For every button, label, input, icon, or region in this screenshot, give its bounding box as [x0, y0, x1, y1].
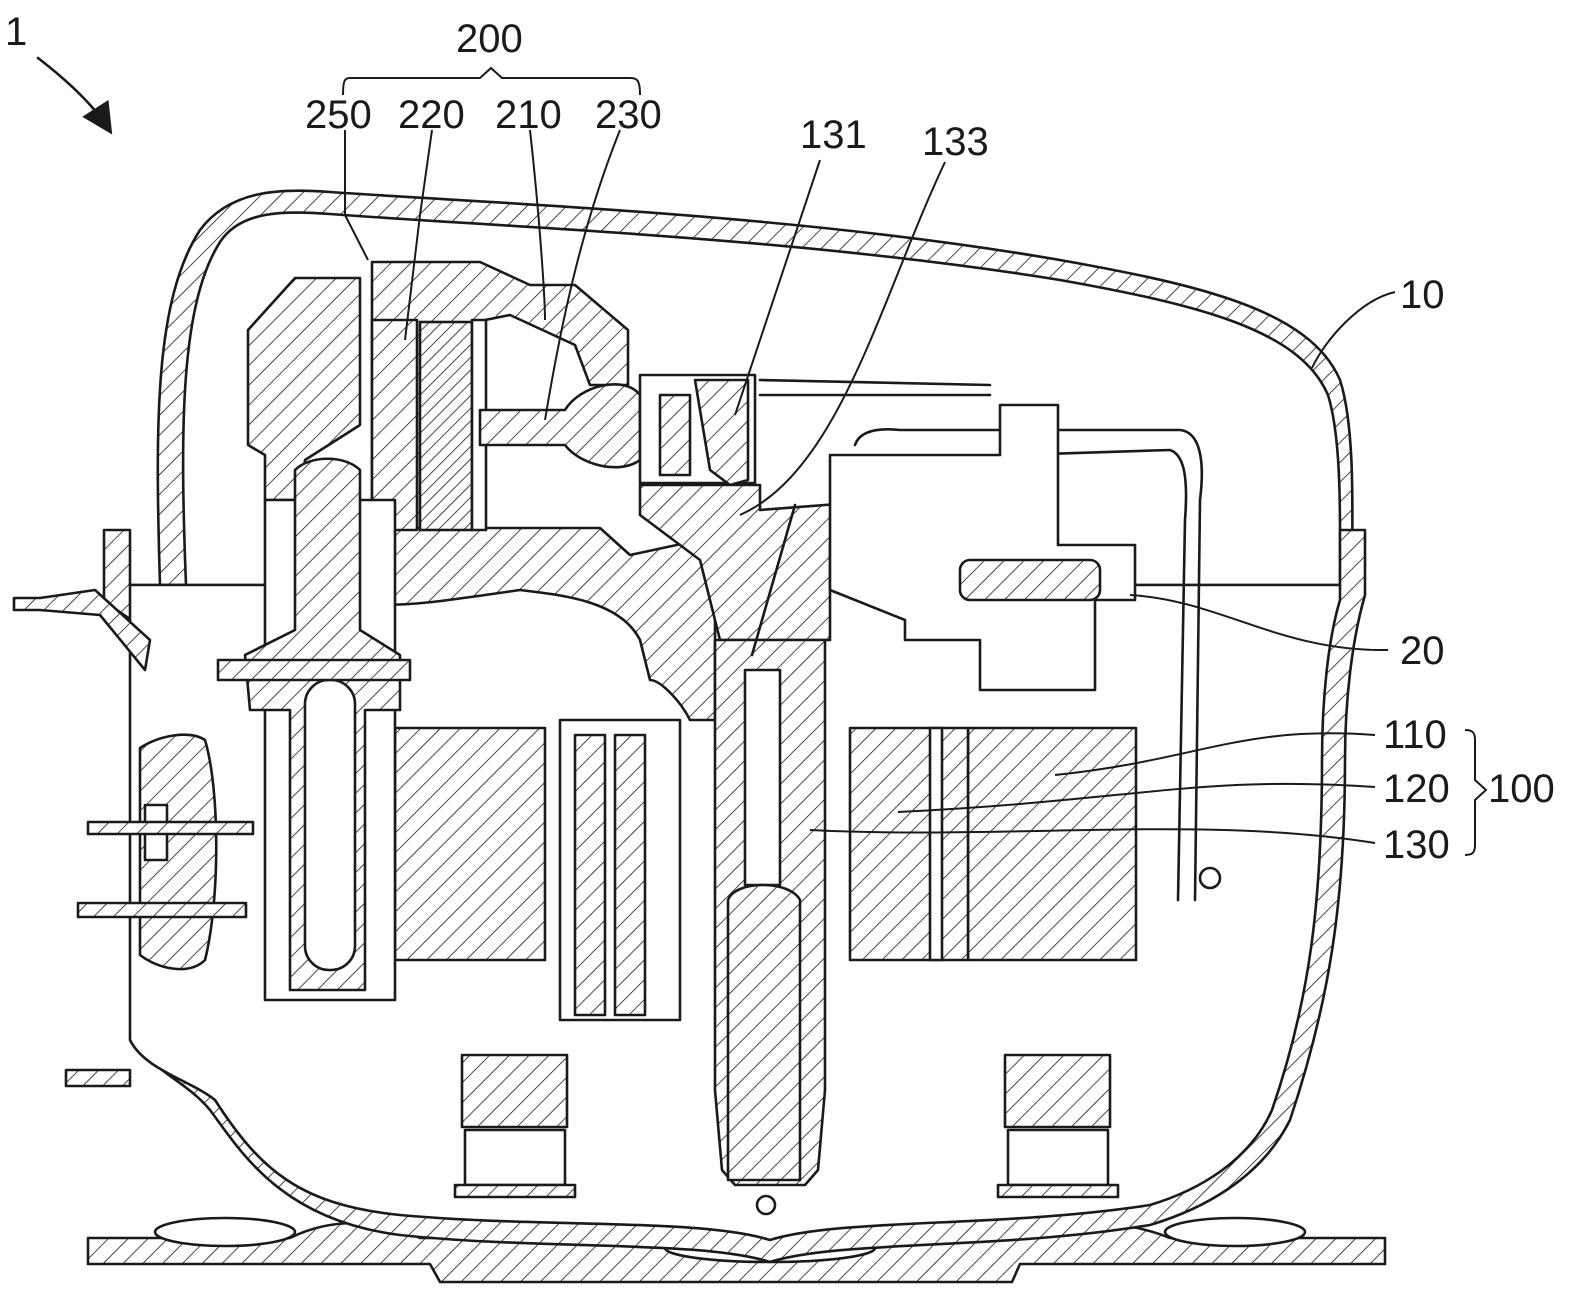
connecting-rod: [480, 384, 640, 467]
leader-131: [735, 160, 820, 415]
label-motor: 100: [1488, 767, 1555, 811]
assembly-arrow: [38, 58, 108, 128]
label-cylinder: 220: [398, 93, 465, 137]
label-shaft: 130: [1383, 823, 1450, 867]
label-shaft-passage: 133: [922, 120, 989, 164]
label-rotor: 120: [1383, 767, 1450, 811]
spring-right: [998, 1055, 1118, 1197]
label-compression-unit: 200: [456, 17, 523, 61]
label-shell: 10: [1400, 273, 1445, 317]
label-stator: 110: [1383, 713, 1447, 757]
label-connecting-rod: 230: [595, 93, 662, 137]
valve-assembly: [372, 320, 417, 530]
label-assembly: 1: [5, 10, 27, 54]
label-valve-assembly: 250: [305, 93, 372, 137]
label-shaft-upper: 131: [800, 113, 867, 157]
spring-left: [455, 1055, 575, 1197]
label-frame: 20: [1400, 629, 1445, 673]
piston-cylinder: [420, 320, 486, 530]
motor-brace: [1465, 730, 1486, 855]
label-piston: 210: [495, 93, 562, 137]
rotor: [560, 720, 680, 1020]
